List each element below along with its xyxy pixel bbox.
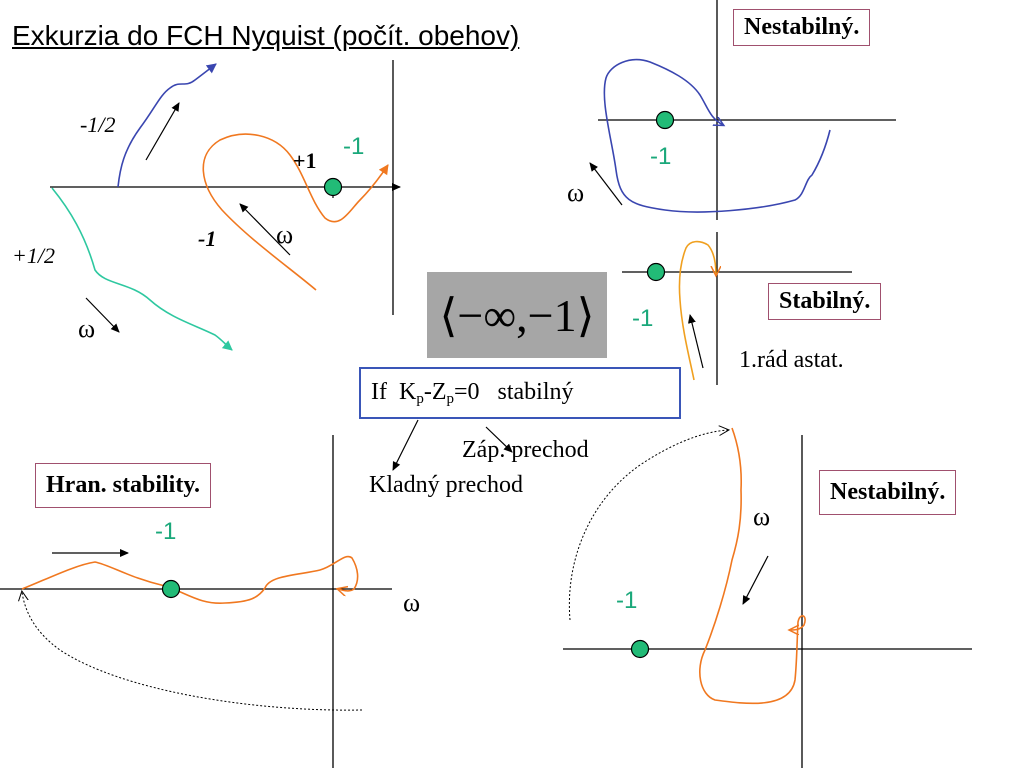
- omega-label: ω: [753, 502, 771, 531]
- label-plus-one: +1: [293, 148, 317, 173]
- page-title: Exkurzia do FCH Nyquist (počít. obehov): [12, 20, 520, 51]
- criterion-z-sub: p: [446, 391, 454, 407]
- direction-arrow: [239, 203, 291, 256]
- criterion-pointers: [392, 419, 513, 471]
- pointer-zap: [485, 426, 513, 453]
- curve-unstable-2: [699, 427, 806, 705]
- diagram-bottom-left: [0, 435, 392, 768]
- critical-point: [630, 639, 650, 659]
- box-nestabilny: Nestabilný.: [733, 9, 871, 46]
- diagram-middle-right: [622, 232, 852, 385]
- direction-arrow: [688, 314, 704, 369]
- critical-point: [161, 579, 181, 599]
- direction-arrow: [145, 102, 180, 161]
- omega-label: ω: [403, 588, 421, 617]
- label-minus-one: -1: [155, 518, 177, 545]
- box-nestabilny-2: Nestabilný.: [819, 470, 957, 515]
- curve-minus-half: [117, 63, 217, 188]
- omega-label: ω: [567, 178, 585, 207]
- closing-arc: [568, 430, 728, 621]
- box-stabilny: Stabilný.: [768, 283, 882, 320]
- label-minus-one: -1: [632, 305, 654, 332]
- label-first-order: 1.rád astat.: [739, 347, 844, 373]
- critical-point: [655, 110, 675, 130]
- direction-arrow: [85, 297, 120, 333]
- diagram-top-left: [50, 60, 401, 351]
- interval-expression: ⟨−∞,−1⟩: [427, 272, 607, 358]
- label-minus-one: -1: [650, 143, 672, 170]
- interval-box: ⟨−∞,−1⟩: [427, 272, 607, 358]
- label-kladny-prechod: Kladný prechod: [369, 472, 523, 498]
- interval-open: ⟨: [439, 290, 458, 341]
- interval-close: ⟩: [576, 290, 595, 341]
- criterion-z: -Z: [423, 379, 447, 405]
- critical-point: [323, 177, 343, 197]
- pointer-kladny: [392, 419, 419, 471]
- label-minus-one: -1: [343, 133, 365, 160]
- curve-unstable: [603, 58, 831, 213]
- label-minus-one-bold: -1: [198, 226, 217, 251]
- criterion-k: K: [398, 379, 417, 405]
- interval-content: −∞,−1: [457, 289, 577, 341]
- diagram-bottom-right: [563, 428, 972, 768]
- omega-label: ω: [78, 314, 96, 343]
- curve-stable: [678, 240, 716, 381]
- label-minus-half: -1/2: [80, 112, 116, 137]
- closing-arc: [22, 592, 363, 711]
- curve-boundary: [21, 555, 359, 604]
- curve-loop: [202, 133, 389, 291]
- direction-arrow: [589, 162, 623, 206]
- criterion-rest: =0 stabilný: [453, 379, 574, 405]
- omega-label: ω: [276, 220, 294, 249]
- label-minus-one: -1: [616, 587, 638, 614]
- direction-arrow: [742, 555, 769, 605]
- criterion-box: If Kp-Zp=0 stabilný: [359, 367, 681, 419]
- criterion-k-sub: p: [416, 391, 424, 407]
- diagram-top-right: [589, 0, 896, 220]
- box-hran-stability: Hran. stability.: [35, 463, 212, 508]
- critical-point: [646, 262, 666, 282]
- criterion-if: If: [371, 379, 387, 405]
- curve-plus-half: [51, 187, 233, 351]
- label-plus-half: +1/2: [12, 243, 55, 268]
- label-zap-prechod: Záp. prechod: [462, 437, 589, 463]
